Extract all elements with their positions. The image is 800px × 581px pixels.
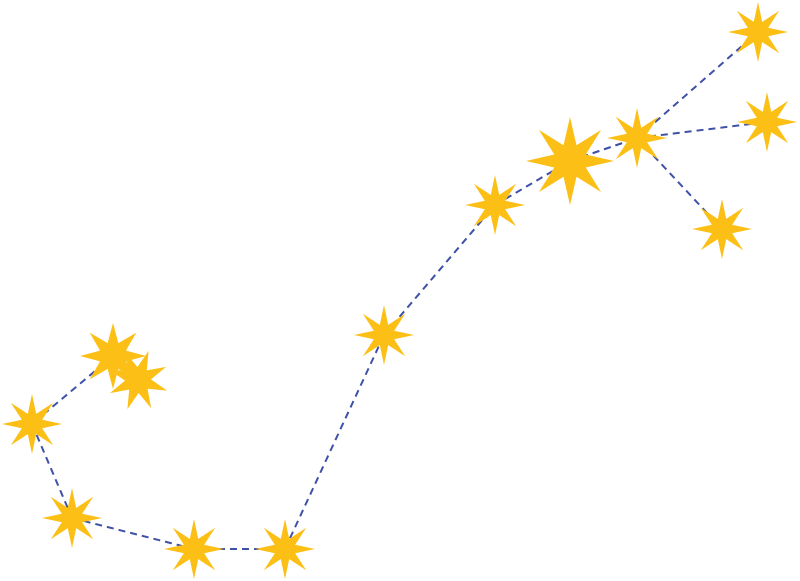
star-icon-s9 [526, 117, 614, 205]
link-line-s7-s8 [383, 204, 496, 336]
link-line-s11-s13 [636, 121, 768, 139]
star-icon-s13 [737, 92, 797, 152]
link-line-s11-s14 [636, 137, 723, 230]
star-icon-s14 [692, 199, 752, 259]
star-icon-s10 [607, 108, 667, 168]
link-line-s3-s4 [31, 423, 73, 519]
star-icon-s2 [108, 350, 168, 410]
link-line-s6-s7 [284, 334, 385, 550]
links-layer [31, 31, 768, 550]
link-line-s4-s5 [71, 517, 195, 550]
star-icon-s7 [354, 305, 414, 365]
link-line-s11-s12 [636, 31, 759, 139]
star-icon-s12 [728, 2, 788, 62]
star-icon-s3 [2, 394, 62, 454]
star-icon-s4 [42, 488, 102, 548]
star-icon-s8 [465, 175, 525, 235]
star-icon-s5 [164, 519, 224, 579]
star-icon-s6 [255, 519, 315, 579]
